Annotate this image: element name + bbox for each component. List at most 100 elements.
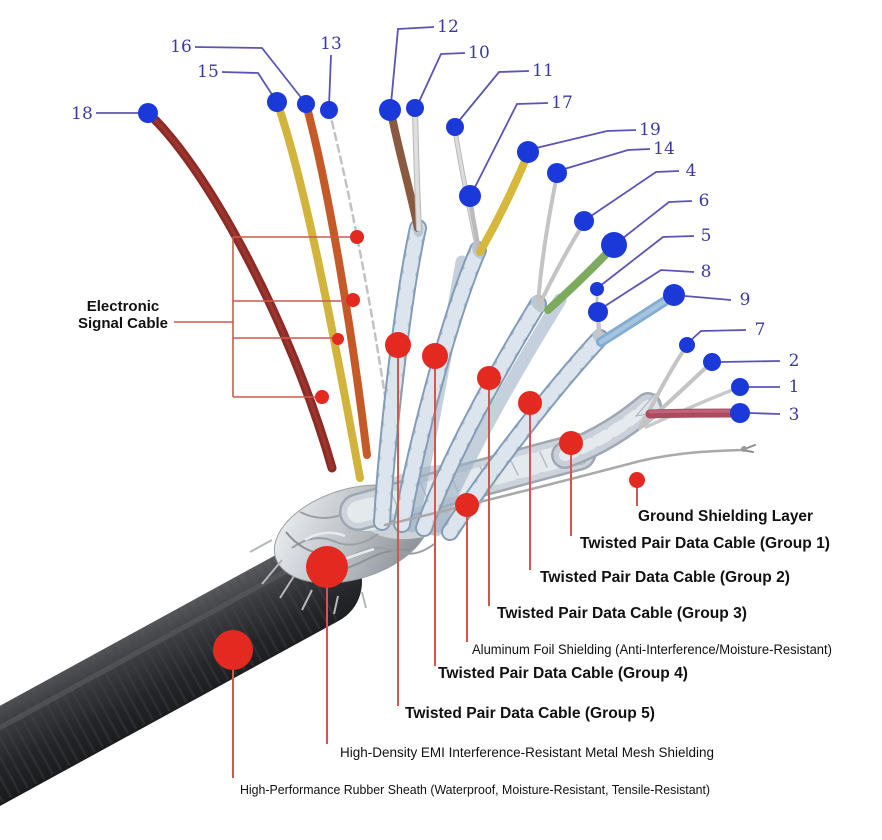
pin-19: 19 [517, 120, 661, 163]
pin-10-number: 10 [468, 43, 490, 63]
pin-9-leader [684, 295, 732, 301]
pin-5-number: 5 [701, 226, 712, 246]
pin-13: 13 [320, 34, 342, 119]
ground-wire-art [383, 444, 756, 527]
pin-3-dot [730, 403, 750, 423]
wire-18-art [143, 108, 337, 473]
pin-1-dot [731, 378, 749, 396]
wire-15-art [273, 98, 364, 482]
pin-14-leader [560, 148, 651, 171]
pin-13-leader [328, 54, 332, 107]
pin-6-dot [601, 232, 627, 258]
callout-twisted-pair-group-5: Twisted Pair Data Cable (Group 5) [385, 332, 655, 722]
pin-6-number: 6 [699, 191, 710, 211]
callout-twisted-pair-group-1-dot [559, 431, 583, 455]
pin-4-leader [587, 170, 680, 219]
pin-2-leader [719, 360, 781, 363]
pin-13-number: 13 [320, 34, 342, 54]
wire-13-art [327, 108, 396, 462]
signal-cable-marker-dot-4 [315, 390, 329, 404]
callout-twisted-pair-group-2-dot [518, 391, 542, 415]
pin-10-leader [417, 52, 466, 105]
callout-ground-shielding-layer-label: Ground Shielding Layer [638, 508, 813, 525]
pin-3-leader [748, 412, 781, 415]
callout-twisted-pair-group-3-dot [477, 366, 501, 390]
electronic-signal-cable-label-line2: Signal Cable [78, 315, 168, 332]
wire-6-art [544, 243, 617, 314]
callout-rubber-sheath-label: High-Performance Rubber Sheath (Waterpro… [240, 782, 710, 797]
pin-5-dot [590, 282, 604, 296]
callout-twisted-pair-group-5-dot [385, 332, 411, 358]
pin-17-dot [459, 185, 481, 207]
pin-17-number: 17 [551, 93, 573, 113]
pin-10-dot [406, 99, 424, 117]
callout-twisted-pair-group-4-dot [422, 343, 448, 369]
pin-7: 7 [679, 320, 765, 353]
pin-11: 11 [446, 61, 554, 136]
wire-19-art [476, 150, 532, 256]
pin-16-leader [194, 46, 304, 101]
callout-twisted-pair-group-1: Twisted Pair Data Cable (Group 1) [559, 431, 830, 552]
pin-7-leader [689, 329, 747, 342]
callout-emi-metal-mesh-shielding: High-Density EMI Interference-Resistant … [306, 546, 714, 760]
electronic-signal-cable-label-line1: Electronic [87, 298, 160, 315]
pin-19-leader [531, 129, 637, 150]
pin-15-leader [221, 71, 276, 100]
callout-aluminum-foil-shielding-label: Aluminum Foil Shielding (Anti-Interferen… [472, 642, 832, 657]
callout-aluminum-foil-shielding-dot [455, 493, 479, 517]
callout-twisted-pair-group-3-label: Twisted Pair Data Cable (Group 3) [497, 605, 747, 622]
callout-rubber-sheath: High-Performance Rubber Sheath (Waterpro… [213, 630, 710, 797]
pin-5: 5 [590, 226, 711, 296]
callout-emi-metal-mesh-shielding-label: High-Density EMI Interference-Resistant … [340, 745, 714, 760]
pin-4-dot [574, 211, 594, 231]
pin-9: 9 [663, 284, 750, 310]
pin-11-dot [446, 118, 464, 136]
pin-12-leader [390, 26, 435, 105]
pin-14-number: 14 [653, 139, 675, 159]
pin-19-number: 19 [639, 120, 661, 140]
pin-19-dot [517, 141, 539, 163]
pin-10: 10 [406, 43, 490, 117]
pin-11-number: 11 [532, 61, 554, 81]
callout-ground-shielding-layer: Ground Shielding Layer [629, 472, 813, 525]
pin-4: 4 [574, 161, 696, 231]
pin-7-dot [679, 337, 695, 353]
pin-15-number: 15 [197, 62, 219, 82]
pin-12: 12 [379, 17, 459, 121]
pin-8: 8 [588, 262, 711, 322]
pin-16-dot [297, 95, 315, 113]
wire-1-art [644, 386, 740, 429]
pin-13-dot [320, 101, 338, 119]
twisted-pair-2-art [393, 241, 487, 533]
callout-twisted-pair-group-2-label: Twisted Pair Data Cable (Group 2) [540, 569, 790, 586]
pin-18-number: 18 [71, 104, 93, 124]
signal-cable-marker-dot-2 [346, 293, 360, 307]
callout-rubber-sheath-dot [213, 630, 253, 670]
pin-3-number: 3 [789, 405, 800, 425]
callout-twisted-pair-group-2: Twisted Pair Data Cable (Group 2) [518, 391, 790, 586]
pin-11-leader [457, 70, 530, 123]
pin-18: 18 [71, 103, 158, 124]
pin-8-number: 8 [701, 262, 712, 282]
wire-7-art [638, 345, 688, 430]
pin-15-dot [267, 92, 287, 112]
pin-6: 6 [601, 191, 709, 258]
pin-1-number: 1 [789, 377, 800, 397]
pin-18-dot [138, 103, 158, 123]
callout-aluminum-foil-shielding: Aluminum Foil Shielding (Anti-Interferen… [455, 493, 832, 657]
pin-14: 14 [547, 139, 675, 183]
callout-twisted-pair-group-4-label: Twisted Pair Data Cable (Group 4) [438, 665, 688, 682]
pin-9-number: 9 [740, 290, 751, 310]
callout-ground-shielding-layer-dot [629, 472, 645, 488]
pin-2: 2 [703, 351, 799, 371]
callout-twisted-pair-group-4: Twisted Pair Data Cable (Group 4) [422, 343, 688, 682]
pin-12-dot [379, 99, 401, 121]
pin-8-dot [588, 302, 608, 322]
pin-3: 3 [730, 403, 799, 425]
pin-1: 1 [731, 377, 799, 397]
pin-2-dot [703, 353, 721, 371]
